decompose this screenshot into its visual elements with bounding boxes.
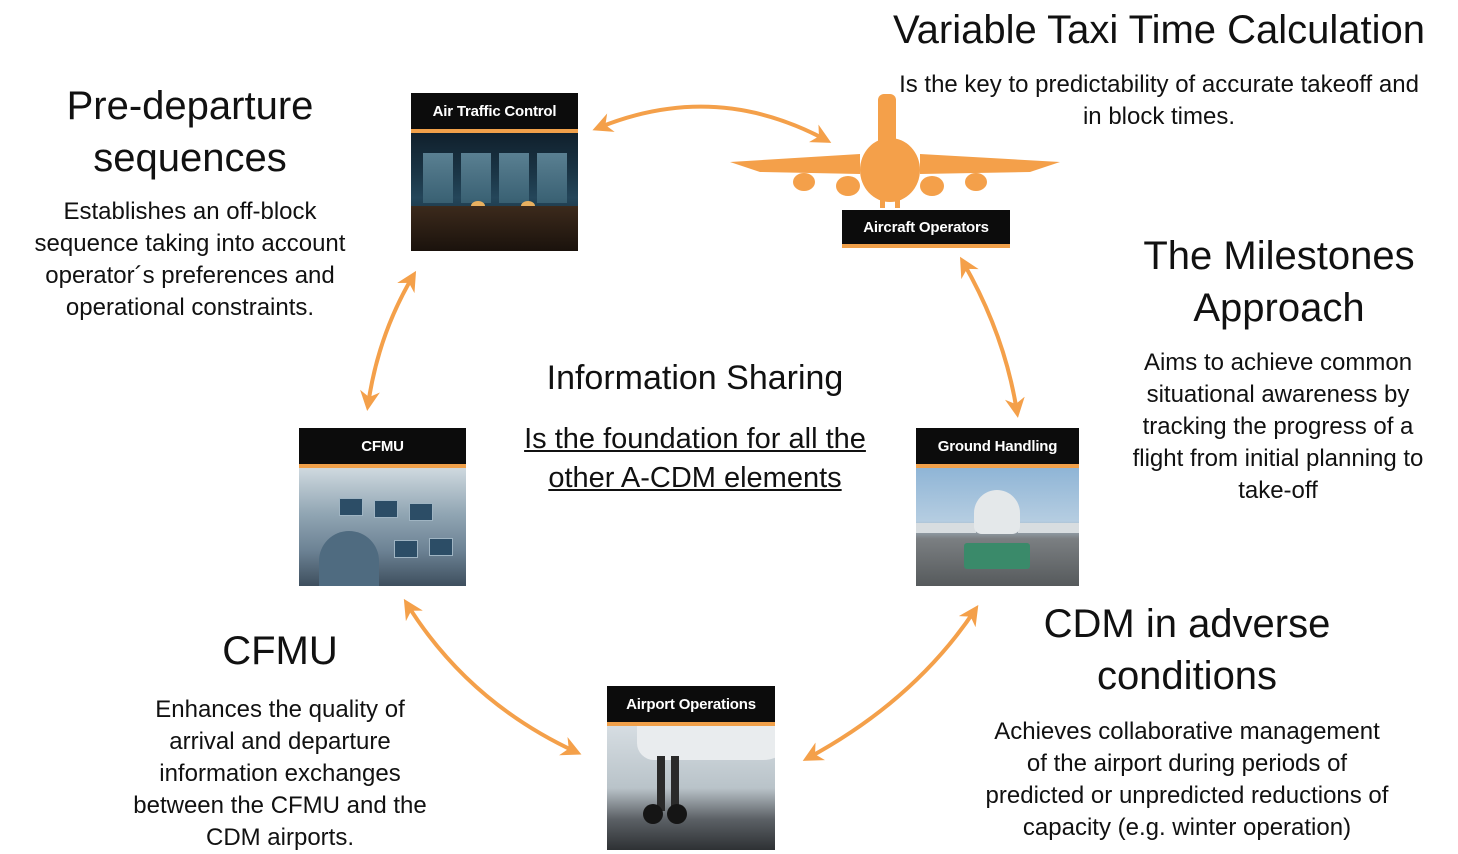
cfmu-room-photo <box>299 468 466 586</box>
cfmu-title: CFMU <box>222 629 338 673</box>
adverse-title: CDM in adverse conditions <box>1043 602 1331 698</box>
tile-aircraft-operators: Aircraft Operators <box>842 210 1010 248</box>
center-title: Information Sharing <box>546 359 844 397</box>
tile-air-traffic-control: Air Traffic Control <box>411 93 578 251</box>
atc-tower-photo <box>411 133 578 251</box>
arrow-airport-cfmu <box>403 598 582 756</box>
tile-ground-handling: Ground Handling <box>916 428 1079 586</box>
arrow-aircraft-ground <box>960 256 1025 418</box>
predeparture-title: Pre-departure sequences <box>66 84 314 180</box>
predeparture-description: Establishes an off-block sequence taking… <box>34 198 346 321</box>
milestones-description: Aims to achieve common situational aware… <box>1132 349 1424 504</box>
tile-label-airport-operations: Airport Operations <box>607 686 775 726</box>
ground-handling-photo <box>916 468 1079 586</box>
milestones-title: The Milestones Approach <box>1143 234 1415 330</box>
arrow-ground-airport <box>802 605 979 761</box>
arrow-atc-aircraft <box>592 104 832 143</box>
cfmu-description: Enhances the quality of arrival and depa… <box>133 696 427 851</box>
airport-operations-photo <box>607 726 775 850</box>
tile-label-ground-handling: Ground Handling <box>916 428 1079 468</box>
airplane-icon <box>730 94 1060 208</box>
taxi-time-description: Is the key to predictability of accurate… <box>899 71 1419 130</box>
tile-label-atc: Air Traffic Control <box>411 93 578 133</box>
adverse-description: Achieves collaborative management of the… <box>985 718 1389 841</box>
arrow-cfmu-atc <box>360 270 417 411</box>
center-subtitle: Is the foundation for all the other A-CD… <box>524 423 866 494</box>
tile-airport-operations: Airport Operations <box>607 686 775 850</box>
tile-label-aircraft-operators: Aircraft Operators <box>842 210 1010 248</box>
tile-label-cfmu: CFMU <box>299 428 466 468</box>
tile-cfmu: CFMU <box>299 428 466 586</box>
taxi-time-title: Variable Taxi Time Calculation <box>892 8 1426 52</box>
